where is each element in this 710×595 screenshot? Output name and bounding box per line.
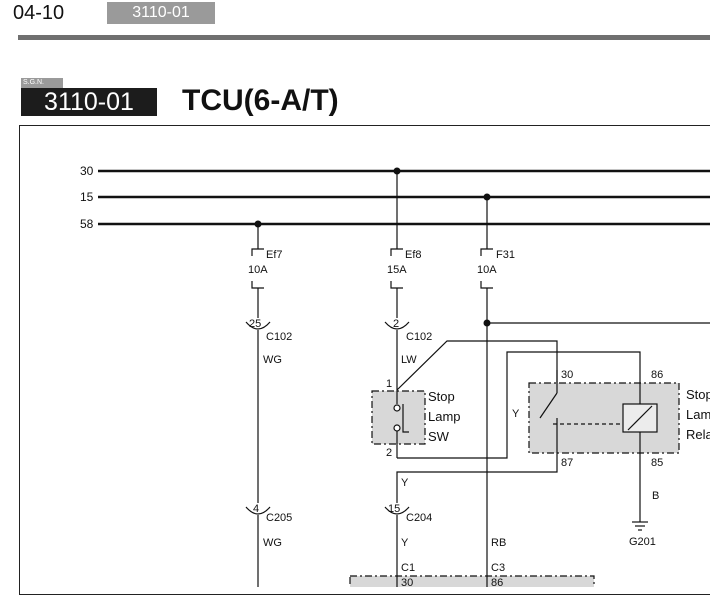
switch-contact <box>393 424 401 432</box>
connector-c102-a-symbol <box>245 321 271 330</box>
relay-label-line1: Stop <box>686 387 710 402</box>
wire-color-b: B <box>652 490 659 502</box>
switch-label-line2: Lamp <box>428 409 461 424</box>
connector-c102-b-name: C102 <box>406 331 432 343</box>
bus-15-label: 15 <box>80 190 94 204</box>
relay-coil-diag <box>627 405 653 431</box>
fuse-ef8-name: Ef8 <box>405 249 422 261</box>
wire-color-y-out: Y <box>401 477 409 489</box>
relay-label-line2: Lamp <box>686 407 710 422</box>
connector-c205-pin: 4 <box>253 503 259 515</box>
stop-lamp-switch-box <box>371 390 426 445</box>
connector-c102-a-pin: 25 <box>249 318 261 330</box>
page-number: 04-10 <box>13 2 65 24</box>
relay-pin-30: 30 <box>561 369 573 381</box>
ground-name: G201 <box>629 536 656 548</box>
wire-color-wg-lower: WG <box>263 537 282 549</box>
switch-pin-top: 1 <box>386 378 392 390</box>
connector-c204-symbol <box>384 506 410 515</box>
bus-58-label: 58 <box>80 217 94 231</box>
wire-y-relay-out <box>396 453 558 503</box>
wire-color-y-lower: Y <box>401 537 409 549</box>
wire-y-switch-to-relay <box>397 351 641 459</box>
sgn-tag: S.G.N. <box>21 78 63 88</box>
section-badge: 3110-01 <box>107 2 215 24</box>
connector-c102-b-pin: 2 <box>393 318 399 330</box>
connector-c205-name: C205 <box>266 512 292 524</box>
fuse-ef8-symbol <box>390 248 403 289</box>
switch-contact <box>393 404 401 412</box>
sgn-code: 3110-01 <box>21 88 157 116</box>
module-connector-c1: C1 <box>401 562 415 574</box>
relay-pin-87: 87 <box>561 457 573 469</box>
relay-contact <box>539 392 558 419</box>
connector-c102-a-name: C102 <box>266 331 292 343</box>
connector-c204-name: C204 <box>406 512 432 524</box>
fuse-ef8-rating: 15A <box>387 264 407 276</box>
relay-pin-85: 85 <box>651 457 663 469</box>
tcu-module-box <box>349 575 595 587</box>
connector-c102-b-symbol <box>384 321 410 330</box>
switch-pin-bottom: 2 <box>386 447 392 459</box>
wire-color-lw: LW <box>401 354 417 366</box>
relay-pin-86: 86 <box>651 369 663 381</box>
fuse-ef7-rating: 10A <box>248 264 268 276</box>
wire-color-wg-upper: WG <box>263 354 282 366</box>
module-pin-c3: 86 <box>491 577 503 587</box>
fuse-ef7-symbol <box>251 248 264 289</box>
switch-label-line3: SW <box>428 429 450 444</box>
fuse-f31-name: F31 <box>496 249 515 261</box>
wire-color-rb: RB <box>491 537 506 549</box>
bus-30-label: 30 <box>80 164 94 178</box>
connector-c205-symbol <box>245 506 271 515</box>
switch-label-line1: Stop <box>428 389 455 404</box>
connector-c204-pin: 15 <box>388 503 400 515</box>
fuse-ef7-name: Ef7 <box>266 249 283 261</box>
header-rule <box>18 35 710 40</box>
module-pin-c1: 30 <box>401 577 413 587</box>
relay-label-line3: Relay <box>686 427 710 442</box>
page-title: TCU(6-A/T) <box>182 84 339 117</box>
switch-blade <box>402 404 409 433</box>
fuse-f31-symbol <box>480 248 493 289</box>
fuse-f31-rating: 10A <box>477 264 497 276</box>
wire-color-y-relay: Y <box>512 408 520 420</box>
module-connector-c3: C3 <box>491 562 505 574</box>
